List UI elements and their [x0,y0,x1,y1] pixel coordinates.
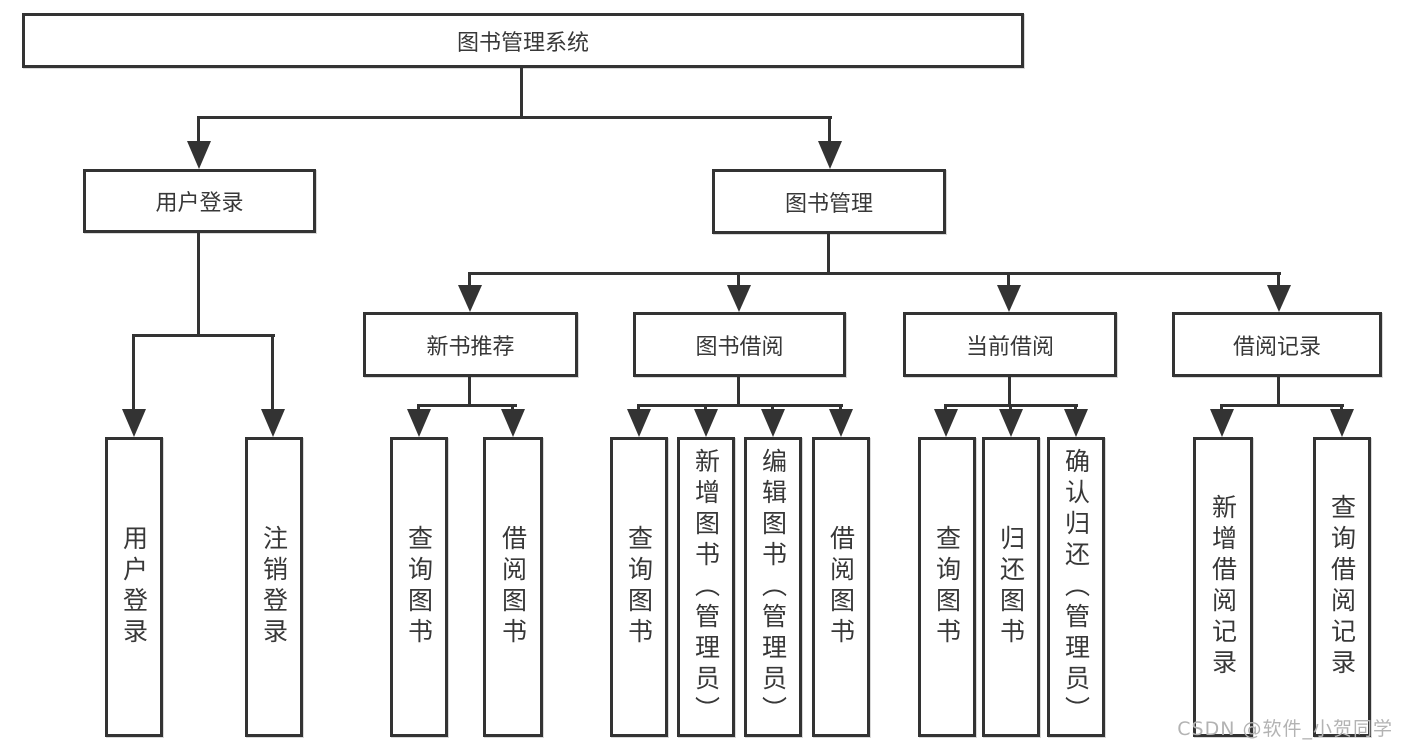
arrowhead-cb-confirm [1064,409,1088,437]
arrowhead-borrow [727,285,751,312]
connector-l1-mgmt-line [828,116,831,144]
arrowhead-cb-return [999,409,1023,437]
connector-newbooks-stem [468,376,471,406]
connector-br-add-line [1220,404,1223,412]
connector-nb-borrow-line [511,404,514,412]
node-leaf-nb-borrow: 借阅图书 [483,437,543,737]
connector-nb-query-line [417,404,420,412]
node-borrow-records: 借阅记录 [1172,312,1382,377]
connector-l3-branch [468,272,1281,275]
arrowhead-bb-borrow [829,409,853,437]
node-leaf-nb-query: 查询图书 [390,437,448,737]
connector-records-stem [1277,376,1280,406]
connector-bb-borrow-line [839,404,842,412]
connector-login-user-line [132,334,135,411]
connector-borrow-stem [737,376,740,406]
node-user-login: 用户登录 [83,169,316,233]
connector-cb-return-line [1009,404,1012,412]
node-current-borrow: 当前借阅 [903,312,1117,377]
connector-login-stem [197,231,200,337]
connector-l3-newbooks-line [468,272,471,288]
arrowhead-bb-add [694,409,718,437]
node-book-borrow: 图书借阅 [633,312,846,377]
csdn-watermark: CSDN @软件_小贺同学 [1177,718,1393,740]
connector-records-split [1220,404,1344,407]
node-leaf-cb-confirm: 确认归还（管理员） [1047,437,1105,737]
node-leaf-br-add: 新增借阅记录 [1193,437,1253,737]
arrowhead-login-logout [261,409,285,437]
node-leaf-bb-edit: 编辑图书（管理员） [744,437,802,737]
node-leaf-bb-add: 新增图书（管理员） [677,437,735,737]
node-new-books: 新书推荐 [363,312,578,377]
arrowhead-bb-query [627,409,651,437]
arrowhead-records [1267,285,1291,312]
arrowhead-login [187,141,211,169]
arrowhead-br-query [1330,409,1354,437]
connector-login-logout-line [271,334,274,411]
node-leaf-user-login: 用户登录 [105,437,163,737]
arrowhead-login-user [122,409,146,437]
connector-l3-current-line [1007,272,1010,288]
node-leaf-cb-query: 查询图书 [918,437,976,737]
arrowhead-br-add [1210,409,1234,437]
connector-cb-confirm-line [1074,404,1077,412]
arrowhead-current [997,285,1021,312]
connector-l3-records-line [1277,272,1280,288]
node-root: 图书管理系统 [22,13,1024,68]
node-leaf-logout: 注销登录 [245,437,303,737]
connector-mgmt-stem [827,232,830,275]
node-leaf-br-query: 查询借阅记录 [1313,437,1371,737]
connector-bb-edit-line [771,404,774,412]
connector-bb-add-line [704,404,707,412]
connector-bb-query-line [637,404,640,412]
arrowhead-mgmt [818,141,842,169]
node-leaf-bb-query: 查询图书 [610,437,668,737]
connector-borrow-split [637,404,843,407]
arrowhead-cb-query [934,409,958,437]
connector-l3-borrow-line [737,272,740,288]
arrowhead-nb-query [407,409,431,437]
node-book-mgmt: 图书管理 [712,169,946,234]
connector-l1-login-line [197,116,200,144]
node-leaf-cb-return: 归还图书 [982,437,1040,737]
connector-br-query-line [1340,404,1343,412]
connector-current-stem [1008,376,1011,406]
connector-root-stem [520,68,523,117]
connector-l1-branch [197,116,832,119]
arrowhead-nb-borrow [501,409,525,437]
arrowhead-bb-edit [761,409,785,437]
connector-login-split [132,334,275,337]
connector-newbooks-split [417,404,517,407]
node-leaf-bb-borrow: 借阅图书 [812,437,870,737]
connector-cb-query-line [944,404,947,412]
arrowhead-newbooks [458,285,482,312]
